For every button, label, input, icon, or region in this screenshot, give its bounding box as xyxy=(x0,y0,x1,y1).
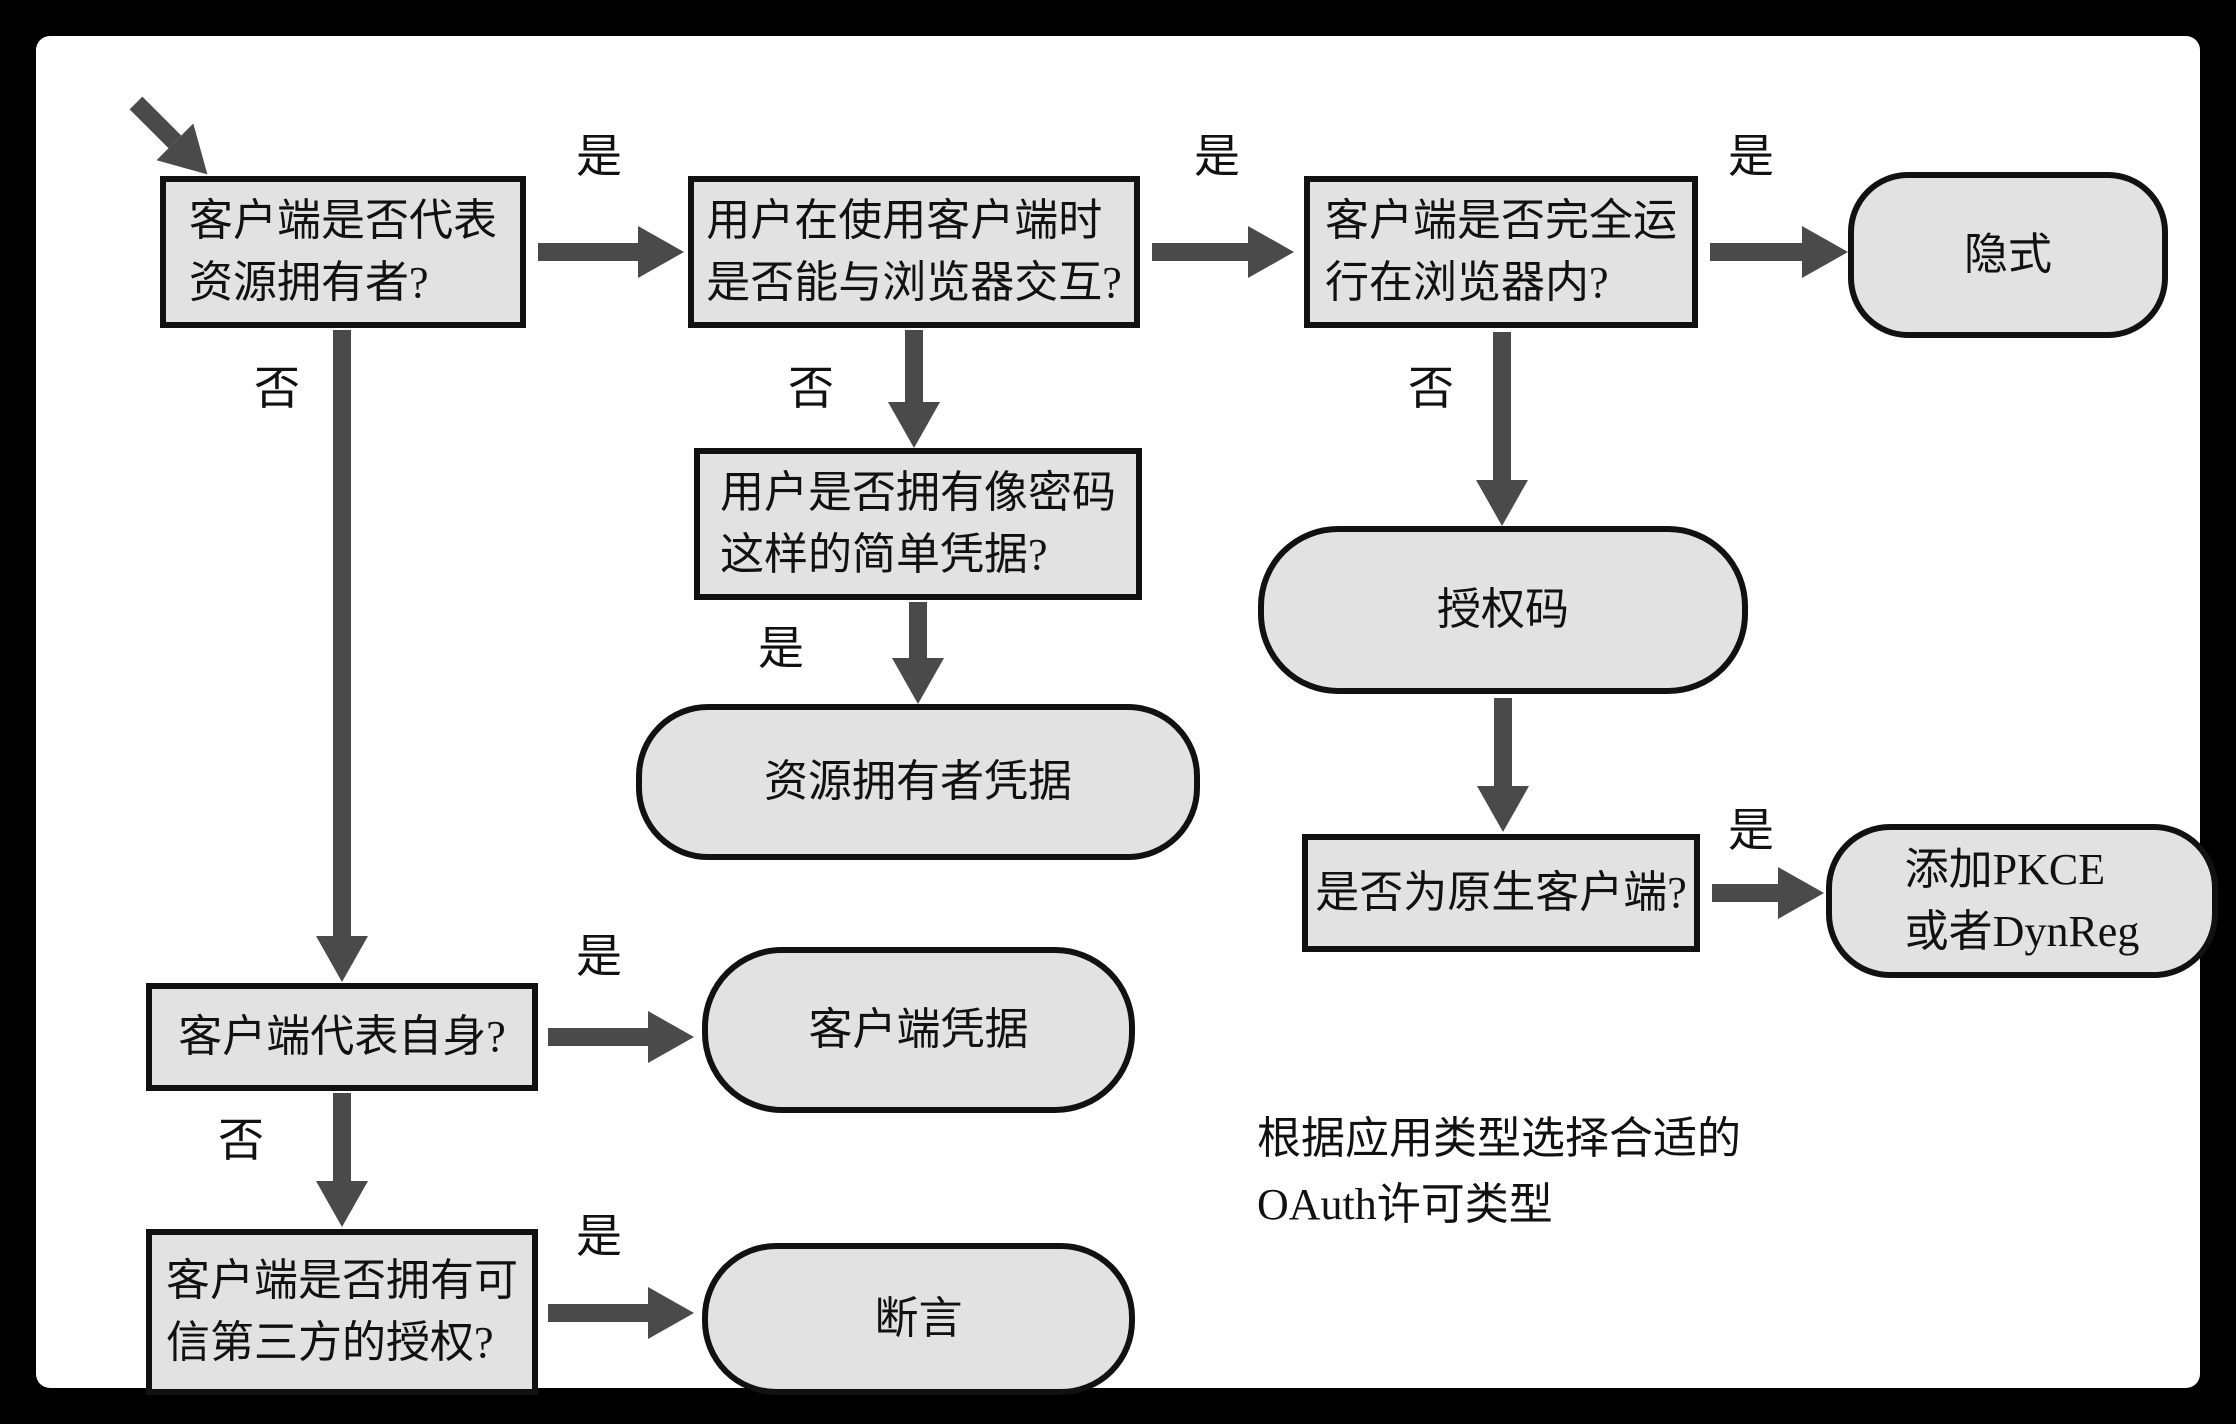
label-yes-native-client: 是 xyxy=(1728,805,1774,856)
arrow-browser-interact-to-fully-in-browser xyxy=(1152,243,1248,261)
node-question-client-itself: 客户端代表自身? xyxy=(146,983,538,1091)
node-question-simple-credentials: 用户是否拥有像密码 这样的简单凭据? xyxy=(694,448,1142,600)
arrow-delegate-no-down xyxy=(333,330,351,936)
node-question-fully-in-browser: 客户端是否完全运 行在浏览器内? xyxy=(1304,176,1698,328)
node-question-browser-interact: 用户在使用客户端时 是否能与浏览器交互? xyxy=(688,176,1140,328)
label-yes-trusted-third-party: 是 xyxy=(576,1211,622,1262)
label-yes-delegate: 是 xyxy=(576,131,622,182)
diagram-panel: 客户端是否代表 资源拥有者? 是 用户在使用客户端时 是否能与浏览器交互? 是 … xyxy=(36,36,2218,1395)
figure-caption: 根据应用类型选择合适的 OAuth许可类型 xyxy=(1257,1114,1741,1229)
node-implicit-grant: 隐式 xyxy=(1848,172,2168,338)
label-no-fully-in-browser: 否 xyxy=(1408,363,1454,414)
arrow-simple-credentials-to-ro-credentials xyxy=(909,602,927,658)
node-question-delegate-resource-owner: 客户端是否代表 资源拥有者? xyxy=(160,176,526,328)
label-yes-browser-interact: 是 xyxy=(1194,131,1240,182)
node-question-native-client: 是否为原生客户端? xyxy=(1302,834,1700,952)
arrow-trusted-third-party-to-assertion xyxy=(548,1304,648,1322)
arrow-fully-in-browser-to-implicit xyxy=(1710,243,1802,261)
arrow-native-client-to-pkce xyxy=(1712,884,1778,902)
label-no-browser-interact: 否 xyxy=(788,363,834,414)
entry-arrow-icon xyxy=(129,96,182,149)
arrow-fully-in-browser-no-down xyxy=(1493,332,1511,480)
node-client-credentials-grant: 客户端凭据 xyxy=(702,947,1135,1113)
node-authorization-code-grant: 授权码 xyxy=(1258,526,1748,694)
label-yes-fully-in-browser: 是 xyxy=(1728,131,1774,182)
arrow-authorization-code-to-native-client xyxy=(1494,698,1512,786)
arrow-delegate-to-browser-interact xyxy=(538,243,638,261)
arrow-client-itself-to-client-credentials xyxy=(548,1028,648,1046)
arrow-browser-interact-no-down xyxy=(905,330,923,402)
node-assertion-grant: 断言 xyxy=(702,1243,1135,1395)
node-pkce-dynreg: 添加PKCE 或者DynReg xyxy=(1826,824,2218,978)
label-yes-simple-credentials: 是 xyxy=(758,623,804,674)
node-question-trusted-third-party: 客户端是否拥有可 信第三方的授权? xyxy=(146,1229,538,1395)
label-yes-client-itself: 是 xyxy=(576,931,622,982)
node-resource-owner-credentials-grant: 资源拥有者凭据 xyxy=(636,704,1200,860)
label-no-delegate: 否 xyxy=(254,363,300,414)
arrow-client-itself-no-down xyxy=(333,1093,351,1181)
label-no-client-itself: 否 xyxy=(218,1115,264,1166)
